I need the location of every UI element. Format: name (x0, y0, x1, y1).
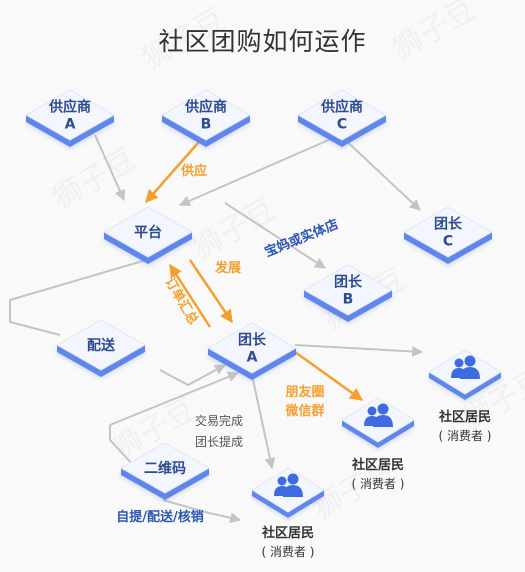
label-supply: 供应 (180, 163, 207, 179)
node-label: A (247, 350, 258, 366)
resident-sublabel: ( 消费者 ) (439, 429, 492, 443)
node-label: 供应商 (48, 99, 91, 116)
label-wechat-group: 微信群 (284, 403, 324, 419)
node-label: 平台 (134, 224, 162, 241)
label-leader-commission: 团长提成 (195, 434, 243, 449)
resident-sublabel: ( 消费者 ) (262, 545, 315, 559)
edge-leader-a-to-resident-right (294, 344, 424, 357)
edge-delivery-to-leader-a (159, 364, 226, 386)
edge-supplier-b-to-platform (145, 134, 206, 203)
node-label: C (443, 234, 453, 250)
resident-right: 社区居民 ( 消费者 ) (428, 349, 502, 443)
watermark-text: 狮子豆 (387, 0, 482, 67)
resident-label: 社区居民 (438, 409, 491, 425)
edge-leader-a-to-resident-bottom (251, 374, 276, 470)
edge-qrcode-to-resident (162, 499, 242, 524)
resident-label: 社区居民 (351, 457, 404, 473)
node-label: C (337, 117, 347, 133)
node-label: 团长 (334, 274, 363, 291)
edge-platform-to-delivery (9, 259, 147, 336)
resident-label: 社区居民 (261, 525, 314, 541)
watermark-text: 狮子豆 (47, 142, 142, 217)
node-label: 供应商 (184, 99, 227, 116)
node-qrcode: 二维码 (119, 442, 211, 500)
people-icon (364, 403, 393, 427)
node-label: 团长 (238, 332, 267, 349)
node-leader-c: 团长C (402, 206, 494, 264)
node-label: 供应商 (320, 99, 363, 116)
edge-platform-to-leader-b (224, 202, 326, 269)
edge-supplier-a-to-platform (94, 134, 125, 202)
label-develop: 发展 (214, 260, 242, 276)
node-platform: 平台 (102, 206, 194, 264)
people-icon (274, 473, 303, 497)
edge-leader-a-to-platform (168, 263, 212, 328)
edge-supplier-c-to-leader-c (339, 134, 421, 211)
node-label: B (343, 292, 354, 308)
node-label: B (201, 117, 212, 133)
label-moments: 朋友圈 (284, 384, 324, 400)
node-label: A (65, 117, 76, 133)
node-leader-a: 团长A (206, 322, 298, 380)
edge-layer (9, 134, 424, 524)
node-label: 配送 (87, 337, 116, 354)
node-delivery: 配送 (55, 319, 147, 377)
edge-qrcode-to-leader-a (109, 371, 240, 468)
label-pickup: 自提/配送/核销 (116, 509, 204, 525)
resident-bottom: 社区居民 ( 消费者 ) (251, 467, 325, 559)
node-leader-b: 团长B (302, 264, 394, 322)
label-trade-complete: 交易完成 (195, 413, 243, 428)
people-icon (451, 355, 480, 379)
node-label: 团长 (434, 216, 463, 233)
edge-leader-a-to-resident-mid (294, 350, 364, 402)
watermark-text: 狮子豆 (137, 2, 232, 77)
resident-sublabel: ( 消费者 ) (352, 477, 405, 491)
edge-supplier-c-to-platform (178, 134, 341, 207)
resident-middle: 社区居民 ( 消费者 ) (341, 397, 415, 491)
page-title: 社区团购如何运作 (158, 27, 367, 56)
node-label: 二维码 (144, 460, 186, 477)
edge-platform-to-leader-a (188, 259, 234, 324)
